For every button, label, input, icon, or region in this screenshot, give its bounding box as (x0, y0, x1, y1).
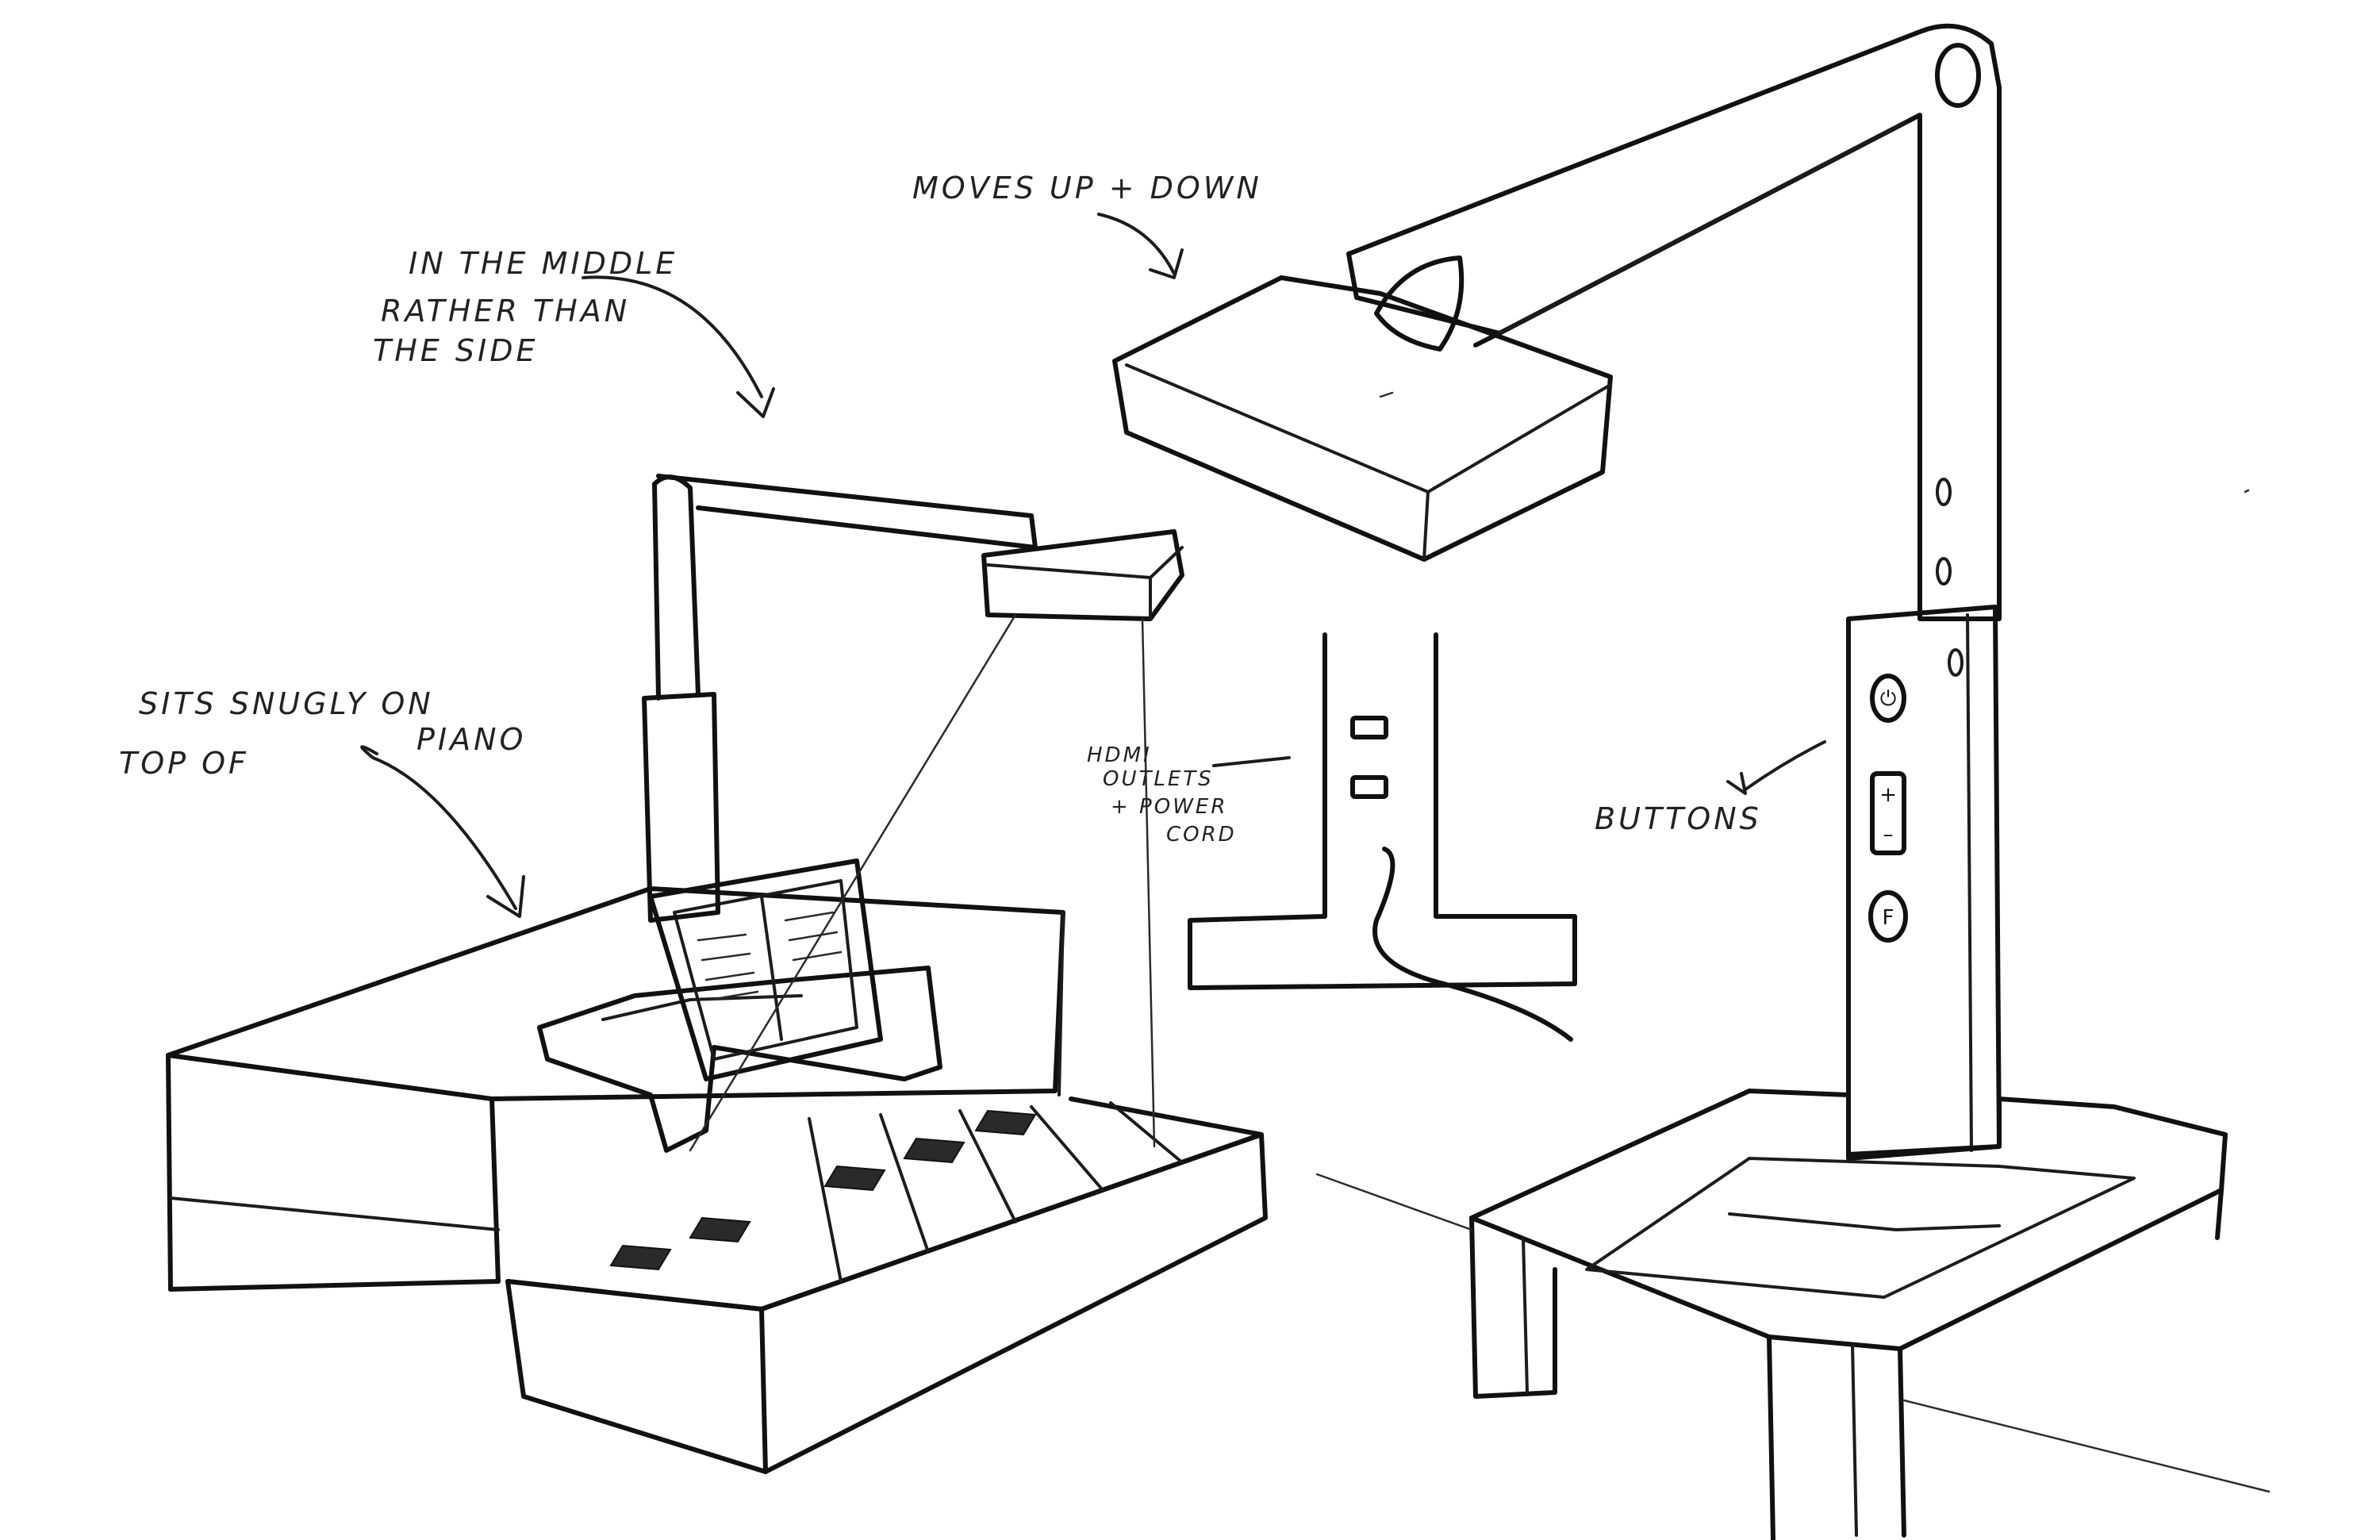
annotation-hdmi: HDMI OUTLETS + POWER CORD (1087, 743, 1291, 847)
rear-port-detail (1188, 632, 1577, 1042)
note-moves: MOVES UP + DOWN (912, 171, 1262, 205)
leader-hdmi (1212, 756, 1291, 767)
small-device-sketch (537, 474, 1184, 1153)
large-device-sketch: ⏻ + – F (1112, 23, 2271, 1540)
f-icon: F (1883, 906, 1894, 930)
power-icon: ⏻ (1880, 687, 1897, 711)
arrowhead-sits (486, 875, 525, 918)
note-hdmi-line4: CORD (1166, 823, 1237, 847)
annotation-middle: IN THE MIDDLE RATHER THAN THE SIDE (373, 246, 775, 418)
note-buttons: BUTTONS (1595, 801, 1762, 836)
plus-icon: + (1879, 783, 1897, 807)
power-cord (1372, 847, 1573, 1042)
minus-icon: – (1883, 823, 1894, 847)
annotation-buttons: BUTTONS (1595, 740, 1826, 836)
arrow-sits (360, 745, 517, 910)
note-middle-line3: THE SIDE (373, 333, 538, 368)
note-middle-line1: IN THE MIDDLE (409, 246, 678, 281)
note-sits-line2b: PIANO (416, 722, 526, 757)
stray-mark (2244, 489, 2250, 493)
arrowhead-buttons (1726, 772, 1747, 795)
arrow-buttons (1744, 740, 1826, 791)
arrow-middle (582, 275, 763, 398)
power-button: ⏻ (1870, 674, 1906, 723)
arrowhead-middle (736, 387, 775, 418)
annotation-moves: MOVES UP + DOWN (912, 171, 1262, 279)
piano-sketch (166, 886, 1268, 1474)
note-middle-line2: RATHER THAN (381, 294, 630, 328)
arrowhead-moves (1149, 248, 1184, 279)
note-sits-line2a: TOP OF (119, 746, 249, 781)
volume-rocker: + – (1870, 771, 1906, 855)
note-sits-line1: SITS SNUGLY ON (139, 686, 434, 721)
hdmi-port-1 (1350, 716, 1388, 739)
function-button: F (1868, 890, 1908, 943)
hdmi-port-2 (1350, 775, 1388, 799)
note-hdmi-line3: + POWER (1111, 795, 1227, 819)
note-hdmi-line2: OUTLETS (1103, 767, 1214, 791)
annotation-sits: SITS SNUGLY ON TOP OF PIANO (119, 686, 526, 918)
arrow-moves (1097, 213, 1176, 275)
note-hdmi-line1: HDMI (1087, 743, 1152, 767)
